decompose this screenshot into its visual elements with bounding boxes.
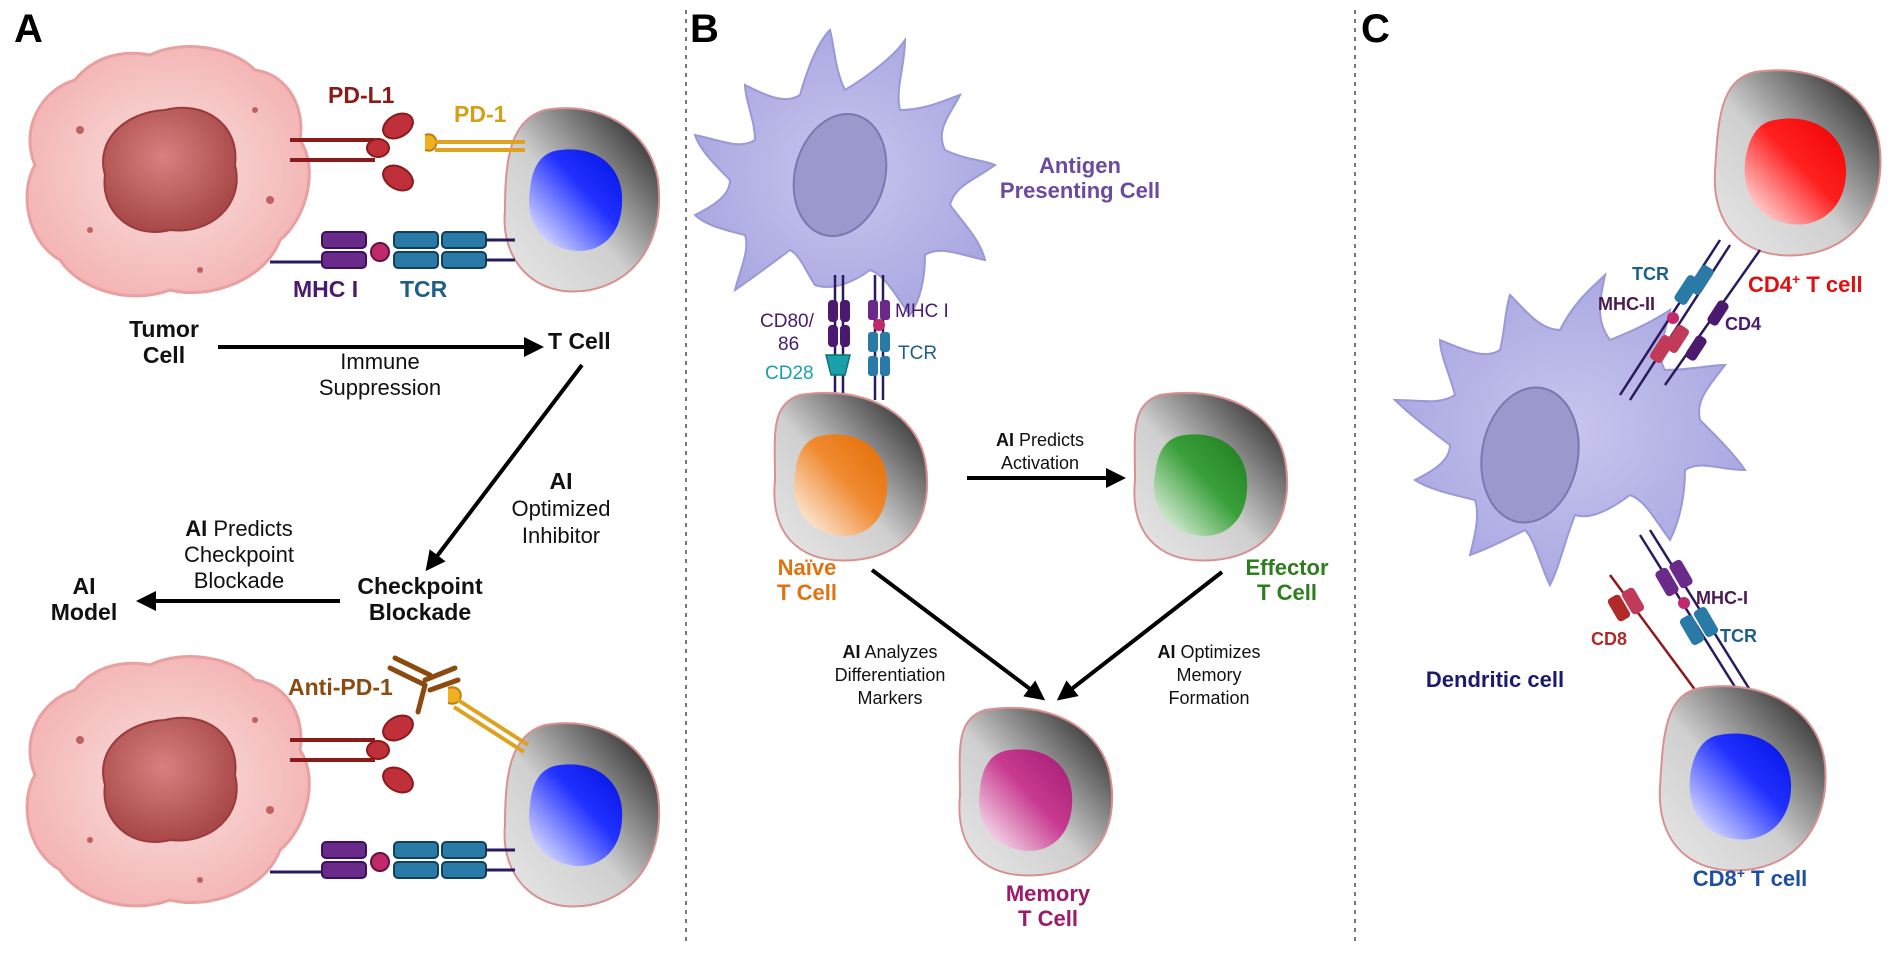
cd8-t-cell (1658, 685, 1827, 872)
checkpoint-blockade-label-1: Checkpoint (357, 573, 483, 599)
arrow-memory-formation (1056, 570, 1224, 701)
ai-model-label-2: Model (51, 599, 117, 625)
panel-b-letter: B (690, 7, 719, 51)
memory-t-cell-label-2: T Cell (1018, 906, 1078, 931)
cd80-86-label-1: CD80/ (760, 311, 815, 332)
pd-l1-label: PD-L1 (328, 82, 395, 108)
cd4-t-cell-label: CD4+ T cell (1748, 271, 1863, 297)
ai-optimizes-label-2: Memory (1176, 665, 1241, 685)
effector-t-cell-label-1: Effector (1245, 555, 1329, 580)
ai-optimizes-label-1: AI Optimizes (1157, 642, 1260, 662)
mhc-tcr-complex-b (868, 275, 890, 400)
ai-predicts-blockade-rest: Predicts (213, 516, 292, 541)
anti-pd-1-label: Anti-PD-1 (288, 674, 393, 700)
tcr-label-b: TCR (898, 343, 937, 364)
memory-t-cell (958, 706, 1114, 877)
dendritic-cell (1392, 271, 1747, 588)
tumor-cell-label-2: Cell (143, 342, 185, 368)
naive-t-cell-label-1: Naïve (778, 555, 837, 580)
cd8-t-cell-label: CD8+ T cell (1693, 865, 1808, 891)
cd8-t-cell-post: T cell (1745, 866, 1807, 891)
cd4-t-cell-post: T cell (1800, 272, 1862, 297)
apc-label-2: Presenting Cell (1000, 178, 1160, 203)
ai-analyzes-label-1: AI Analyzes (842, 642, 937, 662)
panel-a-letter: A (14, 7, 43, 51)
ai-optimizes-label-3: Formation (1168, 688, 1249, 708)
ai-predicts-blockade-label-2: Checkpoint (184, 542, 294, 567)
ai-predicts-activation-label-1: AI Predicts (996, 430, 1084, 450)
immune-suppression-label-1: Immune (340, 349, 419, 374)
ai-inhibitor-label-1: AI (550, 468, 573, 494)
immune-suppression-label-2: Suppression (319, 375, 441, 400)
pd-1-receptor-bottom (447, 686, 530, 754)
mhc-tcr-complex-top (270, 231, 515, 269)
naive-t-cell-label-2: T Cell (777, 580, 837, 605)
ai-predicts-activation-label-2: Activation (1001, 453, 1079, 473)
pd-1-label: PD-1 (454, 101, 507, 127)
t-cell-top (503, 107, 661, 293)
ai-analyzes-bold: AI (842, 642, 860, 662)
ai-predicts-blockade-label-3: Blockade (194, 568, 285, 593)
ai-predicts-activation-rest: Predicts (1019, 430, 1084, 450)
arrow-inhibitor (425, 363, 584, 572)
cd80-86-label-2: 86 (778, 334, 799, 355)
memory-t-cell-label-1: Memory (1006, 881, 1091, 906)
pd-1-receptor-top (424, 133, 525, 152)
cd80-cd28-complex (825, 275, 851, 405)
antigen-presenting-cell (693, 28, 997, 317)
panel-c-letter: C (1361, 7, 1390, 51)
ai-optimizes-bold: AI (1157, 642, 1175, 662)
tumor-cell-top (25, 45, 311, 298)
anti-pd-1-antibody (387, 655, 461, 715)
checkpoint-blockade-label-2: Blockade (369, 599, 471, 625)
cd8-t-cell-sup: + (1737, 865, 1745, 881)
ai-analyzes-label-2: Differentiation (835, 665, 946, 685)
tumor-cell-bottom (25, 655, 311, 908)
effector-t-cell (1133, 391, 1289, 562)
naive-t-cell (773, 391, 929, 562)
pd-l1-receptor-top (290, 112, 414, 192)
ai-predicts-activation-bold: AI (996, 430, 1014, 450)
cd8-label: CD8 (1591, 629, 1627, 649)
mhc-i-label: MHC I (293, 276, 358, 302)
mhc-i-label-b: MHC I (895, 301, 949, 322)
cd4-t-cell (1713, 69, 1882, 257)
tcr-label: TCR (400, 276, 448, 302)
dendritic-cell-label: Dendritic cell (1426, 667, 1564, 692)
apc-label-1: Antigen (1039, 153, 1121, 178)
ai-predicts-blockade-bold: AI (185, 516, 207, 541)
tcr-label-c-bottom: TCR (1720, 626, 1757, 646)
mhc-i-label-c: MHC-I (1696, 588, 1748, 608)
ai-analyzes-label-3: Markers (857, 688, 922, 708)
cd4-label: CD4 (1725, 314, 1761, 334)
tumor-cell-label-1: Tumor (129, 316, 199, 342)
cd8-t-cell-pre: CD8 (1693, 866, 1737, 891)
ai-model-label-1: AI (73, 573, 96, 599)
ai-inhibitor-label-2: Optimized (511, 496, 610, 521)
ai-inhibitor-label-3: Inhibitor (522, 523, 600, 548)
ai-optimizes-rest: Optimizes (1181, 642, 1261, 662)
ai-predicts-blockade-label-1: AI Predicts (185, 516, 293, 541)
mhc-ii-tcr-cd4-complex (1618, 239, 1762, 401)
mhc-i-cd8-tcr-complex (1607, 529, 1752, 711)
t-cell-bottom (503, 722, 661, 908)
cd28-label: CD28 (765, 363, 814, 384)
ai-analyzes-rest: Analyzes (864, 642, 937, 662)
arrow-differentiation (870, 568, 1046, 701)
t-cell-label: T Cell (548, 328, 611, 354)
cd4-t-cell-pre: CD4 (1748, 272, 1793, 297)
tcr-label-c-top: TCR (1632, 264, 1669, 284)
pd-l1-receptor-bottom (290, 714, 414, 794)
mhc-tcr-complex-bottom (270, 841, 515, 879)
cd4-t-cell-sup: + (1792, 271, 1800, 287)
mhc-ii-label: MHC-II (1598, 294, 1655, 314)
effector-t-cell-label-2: T Cell (1257, 580, 1317, 605)
